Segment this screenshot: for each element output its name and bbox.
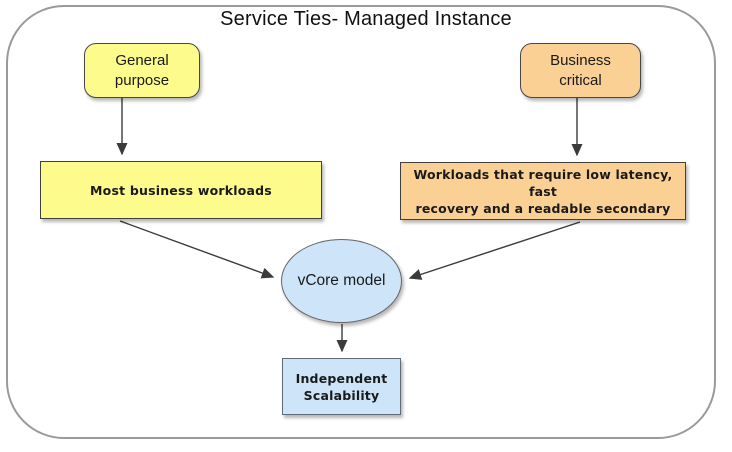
node-vcore-model: vCore model	[281, 239, 402, 323]
node-low-latency-workloads: Workloads that require low latency, fast…	[400, 162, 686, 220]
node-independent-scalability: Independent Scalability	[282, 358, 401, 415]
diagram-title: Service Ties- Managed Instance	[220, 8, 512, 30]
node-business-critical: Business critical	[520, 43, 641, 98]
node-general-purpose: General purpose	[84, 43, 200, 98]
node-most-business-workloads: Most business workloads	[40, 161, 322, 219]
